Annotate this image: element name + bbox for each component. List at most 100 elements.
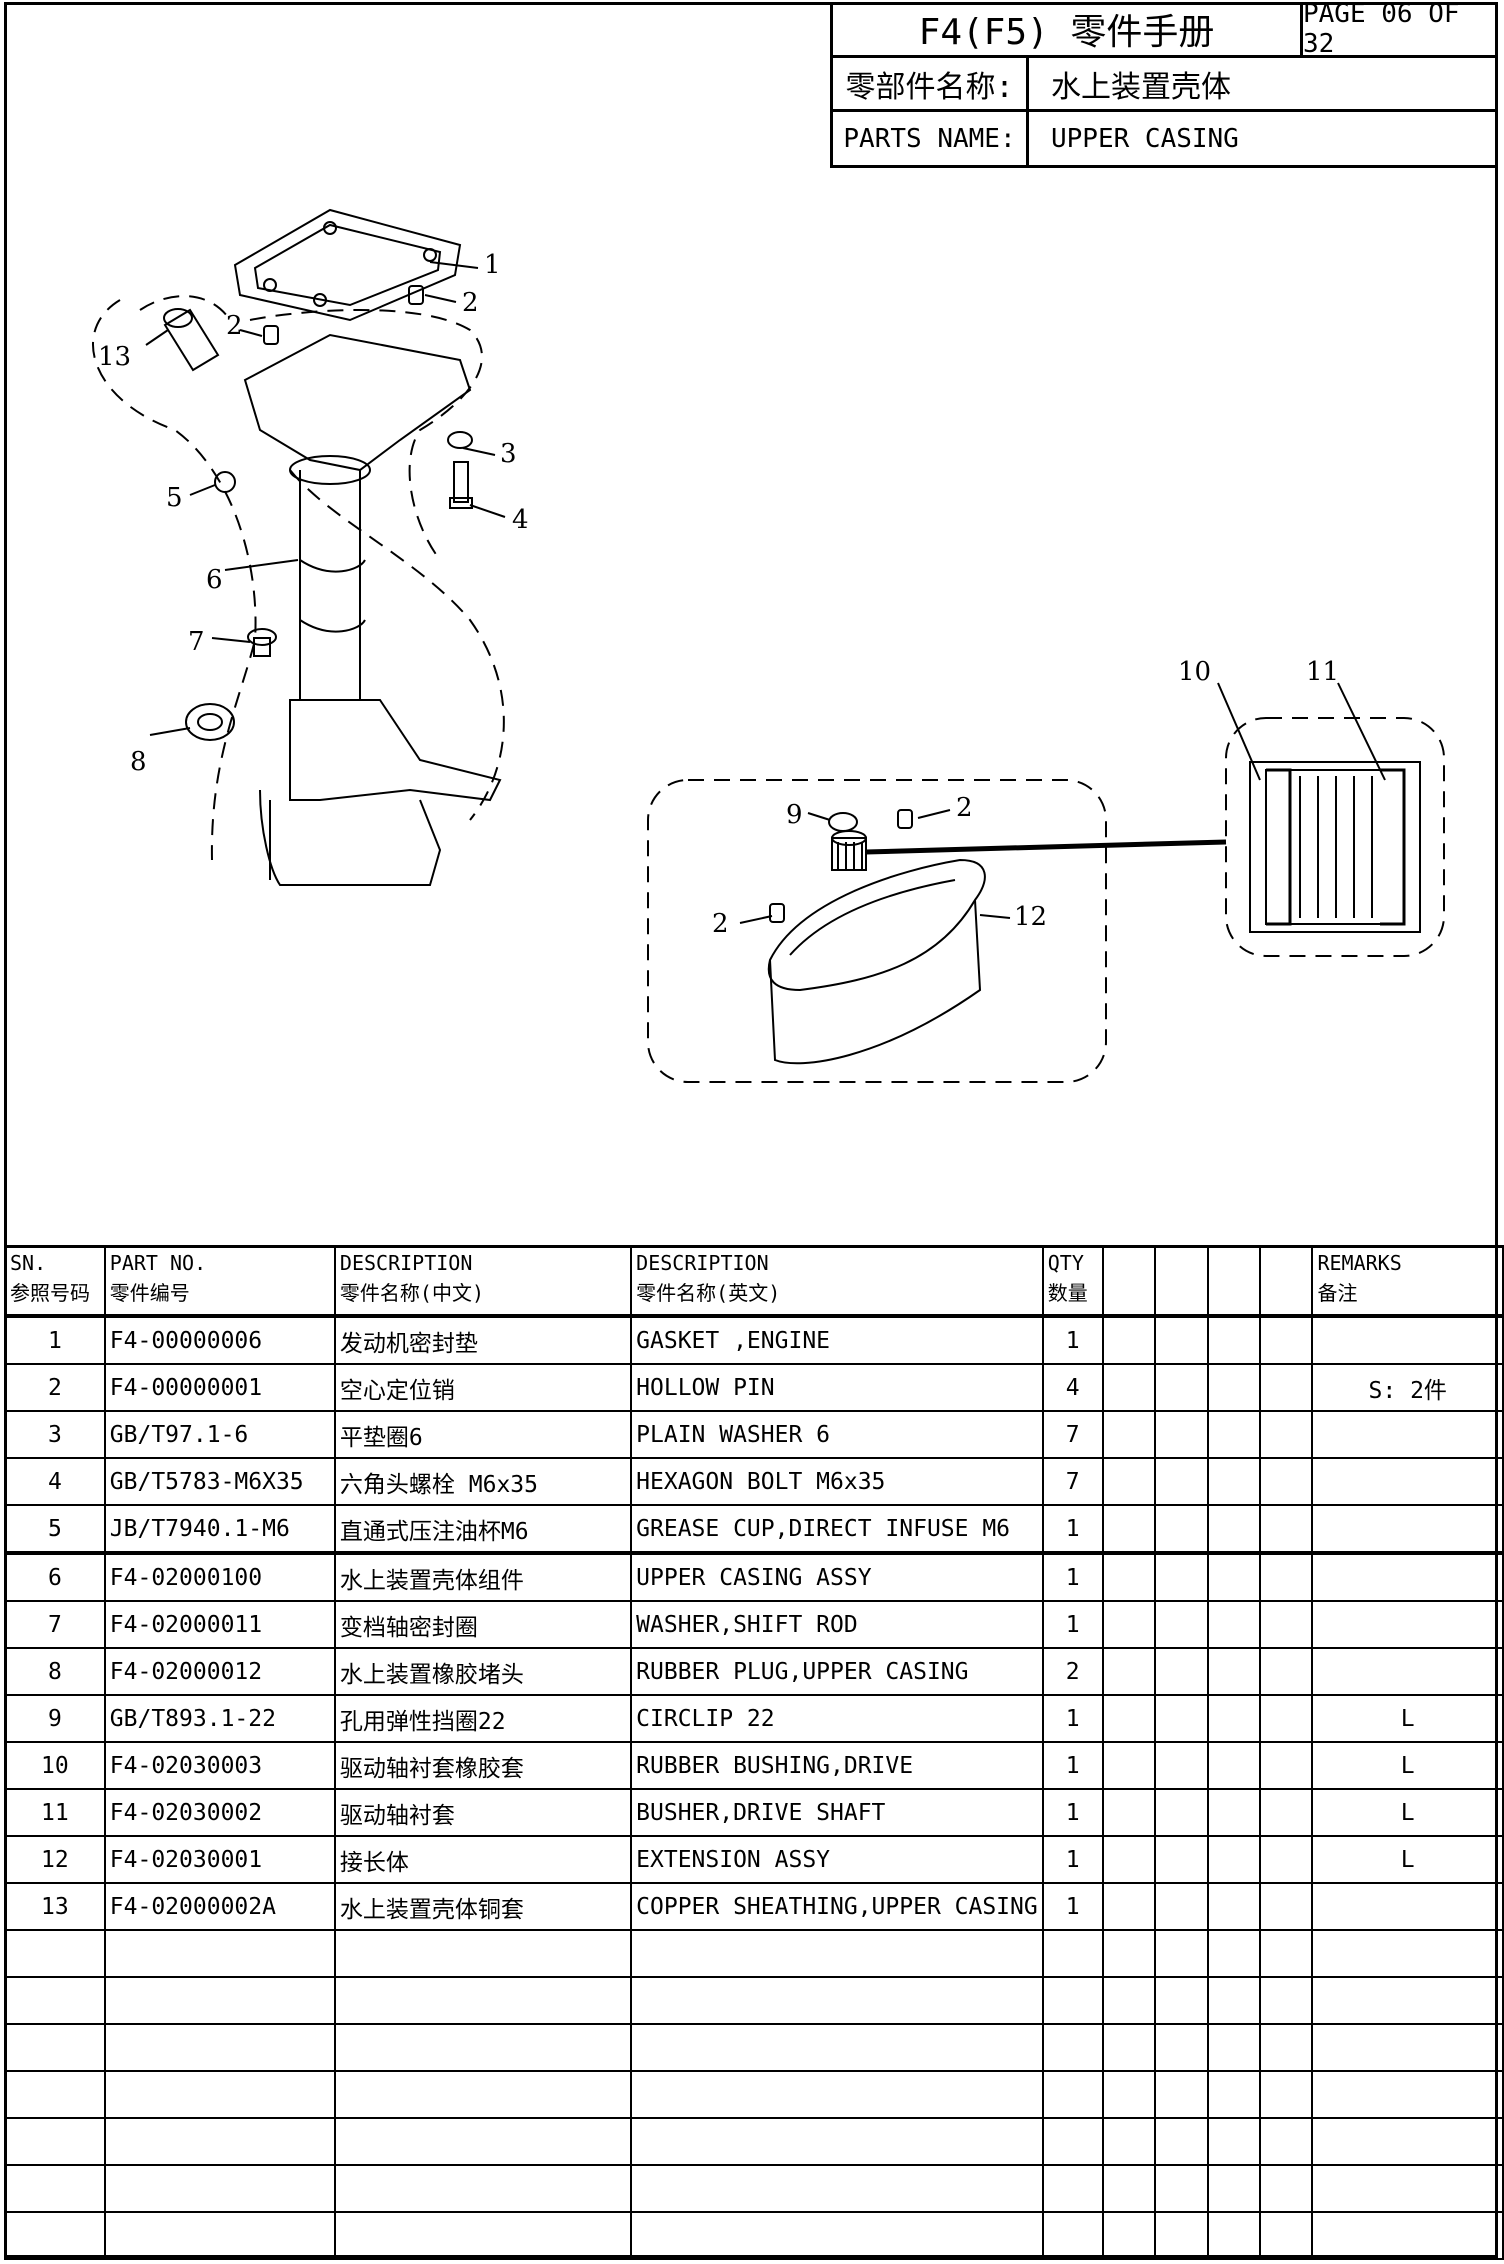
cell-blank bbox=[1154, 1600, 1209, 1649]
copper-sheathing-part bbox=[163, 308, 220, 372]
cell-empty bbox=[4, 1976, 106, 2025]
cell-empty bbox=[1154, 1929, 1209, 1978]
cell-empty bbox=[1041, 1976, 1104, 2025]
cell-desc-en: CIRCLIP 22 bbox=[630, 1694, 1044, 1743]
cell-blank bbox=[1206, 1551, 1261, 1602]
cell-blank bbox=[1206, 1315, 1261, 1365]
callout-label: 2 bbox=[712, 909, 729, 939]
table-row-empty bbox=[4, 1929, 1504, 1978]
cell-empty bbox=[1206, 2070, 1261, 2119]
manual-title: F4(F5) 零件手册 bbox=[833, 2, 1303, 58]
callout-label: 3 bbox=[500, 439, 517, 469]
cell-part-no: F4-02000011 bbox=[103, 1600, 336, 1649]
bushing-section-detail bbox=[1249, 761, 1421, 933]
cell-empty bbox=[630, 2117, 1044, 2166]
header-blank bbox=[1206, 1245, 1261, 1318]
cell-part-no: F4-02000100 bbox=[103, 1551, 336, 1602]
cell-empty bbox=[333, 2164, 633, 2213]
cell-empty bbox=[333, 2211, 633, 2260]
cell-blank bbox=[1154, 1694, 1209, 1743]
cell-empty bbox=[4, 1929, 106, 1978]
cell-desc-cn: 平垫圈6 bbox=[333, 1410, 633, 1459]
callout-label: 7 bbox=[188, 627, 205, 657]
cell-remarks: L bbox=[1311, 1835, 1504, 1884]
cell-empty bbox=[630, 2164, 1044, 2213]
cell-empty bbox=[4, 2164, 106, 2213]
cell-empty bbox=[630, 1929, 1044, 1978]
cell-part-no: GB/T5783-M6X35 bbox=[103, 1457, 336, 1506]
cell-sn: 5 bbox=[4, 1504, 106, 1554]
leader-lines bbox=[145, 261, 1386, 924]
cell-blank bbox=[1206, 1741, 1261, 1790]
cell-desc-en: COPPER SHEATHING,UPPER CASING bbox=[630, 1882, 1044, 1931]
callout-label: 1 bbox=[484, 250, 501, 280]
cell-desc-en: RUBBER PLUG,UPPER CASING bbox=[630, 1647, 1044, 1696]
cell-empty bbox=[1258, 1929, 1314, 1978]
cell-blank bbox=[1154, 1457, 1209, 1506]
cell-blank bbox=[1101, 1647, 1157, 1696]
cell-blank bbox=[1154, 1647, 1209, 1696]
cell-empty bbox=[1311, 2164, 1504, 2213]
cell-blank bbox=[1258, 1741, 1314, 1790]
cell-blank bbox=[1101, 1504, 1157, 1554]
cell-empty bbox=[4, 2070, 106, 2119]
cell-part-no: F4-02030002 bbox=[103, 1788, 336, 1837]
cell-blank bbox=[1258, 1315, 1314, 1365]
cell-blank bbox=[1206, 1835, 1261, 1884]
cell-desc-cn: 六角头螺栓 M6x35 bbox=[333, 1457, 633, 1506]
cell-blank bbox=[1258, 1551, 1314, 1602]
cell-blank bbox=[1206, 1410, 1261, 1459]
cell-blank bbox=[1206, 1882, 1261, 1931]
cell-qty: 1 bbox=[1041, 1600, 1104, 1649]
cell-empty bbox=[103, 2023, 336, 2072]
table-row-empty bbox=[4, 2023, 1504, 2072]
cell-qty: 1 bbox=[1041, 1551, 1104, 1602]
cell-empty bbox=[103, 2070, 336, 2119]
cell-remarks: L bbox=[1311, 1741, 1504, 1790]
callout-label: 5 bbox=[166, 483, 183, 513]
cell-empty bbox=[1154, 2117, 1209, 2166]
cell-empty bbox=[103, 1929, 336, 1978]
header-sn: SN.参照号码 bbox=[4, 1245, 106, 1318]
cell-empty bbox=[1258, 2164, 1314, 2213]
upper-casing-part bbox=[243, 333, 502, 886]
cell-empty bbox=[333, 2117, 633, 2166]
cell-blank bbox=[1101, 1551, 1157, 1602]
cell-blank bbox=[1101, 1363, 1157, 1412]
gasket-engine-part bbox=[233, 208, 462, 322]
cell-desc-en: RUBBER BUSHING,DRIVE bbox=[630, 1741, 1044, 1790]
group-outline-extension bbox=[647, 779, 1107, 1083]
cell-empty bbox=[1206, 2164, 1261, 2213]
cell-blank bbox=[1154, 1741, 1209, 1790]
cell-remarks bbox=[1311, 1457, 1504, 1506]
callout-label: 10 bbox=[1178, 657, 1211, 687]
parts-name-value-cn: 水上装置壳体 bbox=[1029, 58, 1498, 112]
cell-empty bbox=[333, 2070, 633, 2119]
callout-label: 2 bbox=[226, 311, 243, 341]
cell-blank bbox=[1258, 1694, 1314, 1743]
cell-remarks: L bbox=[1311, 1788, 1504, 1837]
cell-empty bbox=[1101, 2164, 1157, 2213]
cell-desc-cn: 水上装置壳体组件 bbox=[333, 1551, 633, 1602]
cell-desc-cn: 水上装置壳体铜套 bbox=[333, 1882, 633, 1931]
cell-remarks bbox=[1311, 1315, 1504, 1365]
cell-desc-en: WASHER,SHIFT ROD bbox=[630, 1600, 1044, 1649]
callout-label: 4 bbox=[512, 505, 529, 535]
cell-empty bbox=[630, 2211, 1044, 2260]
cell-blank bbox=[1101, 1315, 1157, 1365]
callout-label: 9 bbox=[786, 800, 803, 830]
cell-blank bbox=[1154, 1788, 1209, 1837]
table-row-empty bbox=[4, 2117, 1504, 2166]
cell-empty bbox=[1258, 2070, 1314, 2119]
cell-desc-en: BUSHER,DRIVE SHAFT bbox=[630, 1788, 1044, 1837]
cell-desc-cn: 接长体 bbox=[333, 1835, 633, 1884]
header-blank bbox=[1154, 1245, 1209, 1318]
cell-blank bbox=[1258, 1835, 1314, 1884]
cell-sn: 9 bbox=[4, 1694, 106, 1743]
cell-blank bbox=[1101, 1457, 1157, 1506]
